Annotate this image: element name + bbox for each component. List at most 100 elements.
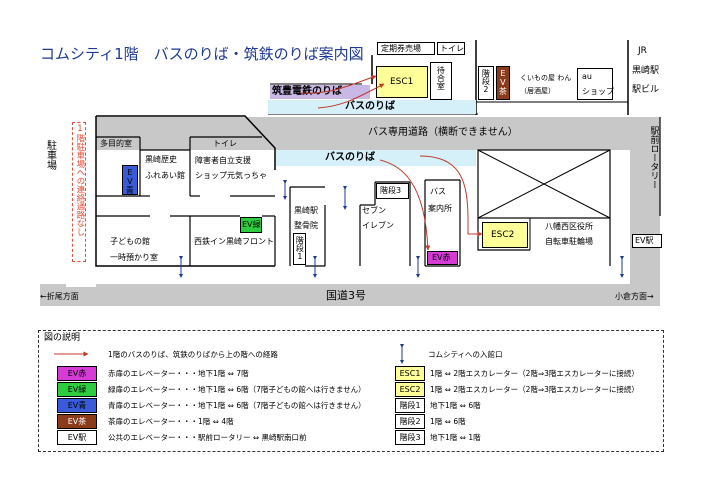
legend-desc-esc1: 1階 ⇔ 2階エスカレーター（2階⇒3階エスカレーターに接続） bbox=[430, 369, 639, 378]
parking-note-box bbox=[72, 122, 86, 262]
disabled-support-label: 障害者自立支援 bbox=[195, 156, 251, 165]
legend-entrance-desc: コムシティへの入館口 bbox=[428, 350, 503, 359]
rotary-road bbox=[630, 117, 660, 287]
legend-desc-ev-brown: 茶扉のエレベーター・・・1階 ⇔ 4階 bbox=[108, 417, 234, 426]
station-rotary-label: 駅前ロータリー bbox=[648, 126, 659, 189]
kodomo-label: 子どもの館 bbox=[110, 237, 150, 246]
stairs1-label: 階段1 bbox=[295, 236, 305, 261]
bicycle-label: 自転車駐輪場 bbox=[545, 237, 593, 246]
route-bus-top-to-esc1 bbox=[317, 83, 385, 109]
seven-label-1: セブン bbox=[362, 206, 386, 215]
legend-swatch-stairs2: 階段2 bbox=[395, 414, 425, 429]
ev-station-label: EV駅 bbox=[635, 236, 654, 245]
legend-swatch-ev-green: EV緑 bbox=[57, 382, 97, 397]
legend-swatch-esc1: ESC1 bbox=[395, 366, 425, 381]
ev-station bbox=[632, 234, 662, 248]
bus-platform-mid-label: バスのりば bbox=[325, 152, 375, 163]
ticket-office-label: 定期券売場 bbox=[381, 44, 421, 53]
bus-info-label-2: 案内所 bbox=[428, 204, 452, 213]
multipurpose-label: 多目的室 bbox=[100, 139, 132, 148]
bus-platform-top bbox=[268, 100, 476, 114]
ichiji-label: 一時預かり室 bbox=[110, 253, 158, 262]
route-bus-mid-to-ev-red bbox=[379, 159, 431, 251]
legend-swatch-stairs3: 階段3 bbox=[395, 430, 425, 445]
bus-road-label: バス専用道路（横断できません） bbox=[368, 127, 518, 138]
fureai-label: ふれあい館 bbox=[145, 171, 185, 180]
esc1-label: ESC1 bbox=[390, 77, 414, 87]
ev-blue-label: EV青 bbox=[125, 168, 135, 194]
legend-desc-stairs2: 1階 ⇔ 6階 bbox=[430, 417, 466, 426]
bus-platform-mid bbox=[276, 150, 476, 166]
yahata-ward-label: 八幡西区役所 bbox=[545, 222, 593, 231]
legend-desc-ev-station: 公共のエレベーター・・・駅前ロータリー ⇔ 黒崎駅南口前 bbox=[108, 433, 307, 442]
chikuho-platform bbox=[270, 85, 370, 99]
stairs3-label: 階段3 bbox=[380, 186, 402, 195]
legend-desc-ev-green: 緑扉のエレベーター・・・地下1階 ⇔ 6階（7階子どもの館へは行きません） bbox=[108, 385, 366, 394]
waiting-room bbox=[430, 62, 452, 100]
legend-swatch-stairs1: 階段1 bbox=[395, 398, 425, 413]
police-label-2: 整骨院 bbox=[294, 221, 318, 230]
stairs2-label: 階段2 bbox=[481, 69, 491, 94]
top-toilet bbox=[437, 42, 465, 55]
esc1 bbox=[376, 66, 428, 98]
legend-swatch-esc2: ESC2 bbox=[395, 382, 425, 397]
ev-green-label: EV緑 bbox=[242, 220, 261, 229]
au-shop-label-1: au bbox=[582, 72, 592, 81]
top-toilet-label: トイレ bbox=[440, 44, 464, 53]
legend-swatch-ev-station: EV駅 bbox=[57, 430, 97, 445]
route3-label: 国道3号 bbox=[326, 289, 366, 302]
legend-box bbox=[38, 330, 664, 452]
legend-desc-stairs1: 地下1階 ⇔ 6階 bbox=[430, 401, 481, 410]
ev-red bbox=[427, 251, 458, 265]
kurosaki-history-label: 黒崎歴史 bbox=[145, 155, 177, 164]
chikuho-platform-label: 筑豊電鉄のりば bbox=[272, 86, 342, 97]
kuimonoya-label-1: くいもの屋 わん bbox=[520, 74, 572, 82]
kuimonoya-label-2: （居酒屋） bbox=[520, 87, 555, 95]
nishitetsu-inn-label: 西鉄イン黒崎フロント bbox=[194, 237, 274, 246]
jr-label-3: 駅ビル bbox=[632, 85, 660, 95]
bus-platform-top-label: バスのりば bbox=[345, 101, 395, 112]
jr-label-1: JR bbox=[638, 46, 647, 56]
left-toilet-label: トイレ bbox=[213, 139, 237, 148]
ev-green bbox=[240, 217, 262, 233]
legend-heading: 図の説明 bbox=[44, 333, 81, 343]
east-direction-label: 小倉方面→ bbox=[615, 292, 654, 301]
bus-info-label-1: バス bbox=[430, 187, 446, 196]
police-label-1: 黒崎駅 bbox=[294, 206, 318, 215]
parking-label: 駐車場 bbox=[44, 140, 56, 170]
legend-desc-stairs3: 地下1階 ⇔ 1階 bbox=[430, 433, 481, 442]
ticket-office bbox=[377, 42, 435, 55]
stairs1 bbox=[293, 233, 306, 265]
west-direction-label: ←折尾方面 bbox=[40, 292, 79, 301]
legend-desc-esc2: 1階 ⇔ 2階エスカレーター（2階⇒3階エスカレーターに接続） bbox=[430, 385, 639, 394]
entrance-arrows bbox=[179, 180, 624, 278]
shop-genki-label: ショップ元気っちゃ bbox=[195, 171, 267, 180]
legend-swatch-ev-red: EV赤 bbox=[57, 366, 97, 381]
route-bus-mid-to-esc2 bbox=[419, 155, 483, 237]
legend-desc-ev-blue: 青扉のエレベーター・・・地下1階 ⇔ 6階（7階子どもの館へは行きません） bbox=[108, 401, 366, 410]
route-chikuho-to-esc1 bbox=[299, 75, 377, 94]
left-road bbox=[66, 117, 96, 287]
ev-brown-label: EV茶 bbox=[498, 69, 508, 95]
waiting-room-label: 待合室 bbox=[436, 66, 446, 90]
ev-red-label: EV赤 bbox=[432, 253, 451, 262]
stairs2 bbox=[478, 66, 494, 100]
legend-desc-ev-red: 赤扉のエレベーター・・・地下1階 ⇔ 7階 bbox=[108, 369, 249, 378]
ev-blue bbox=[122, 165, 138, 195]
au-shop bbox=[577, 68, 613, 100]
seven-label-2: イレブン bbox=[362, 221, 394, 230]
page-title: コムシティ1階 バスのりば・筑鉄のりば案内図 bbox=[40, 45, 364, 63]
esc2-label: ESC2 bbox=[491, 230, 515, 240]
jr-label-2: 黒崎駅 bbox=[632, 66, 660, 76]
stairs3 bbox=[376, 183, 409, 199]
parking-note-label: 1階駐車場への連絡通路なし bbox=[74, 124, 85, 236]
legend-swatch-ev-brown: EV茶 bbox=[57, 414, 97, 429]
ev-brown bbox=[496, 66, 510, 100]
legend-route-desc: 1階のバスのりば、筑鉄のりばから上の階への経路 bbox=[108, 350, 278, 359]
legend-swatch-ev-blue: EV青 bbox=[57, 398, 97, 413]
route3-road bbox=[40, 284, 660, 306]
esc2 bbox=[482, 222, 528, 248]
